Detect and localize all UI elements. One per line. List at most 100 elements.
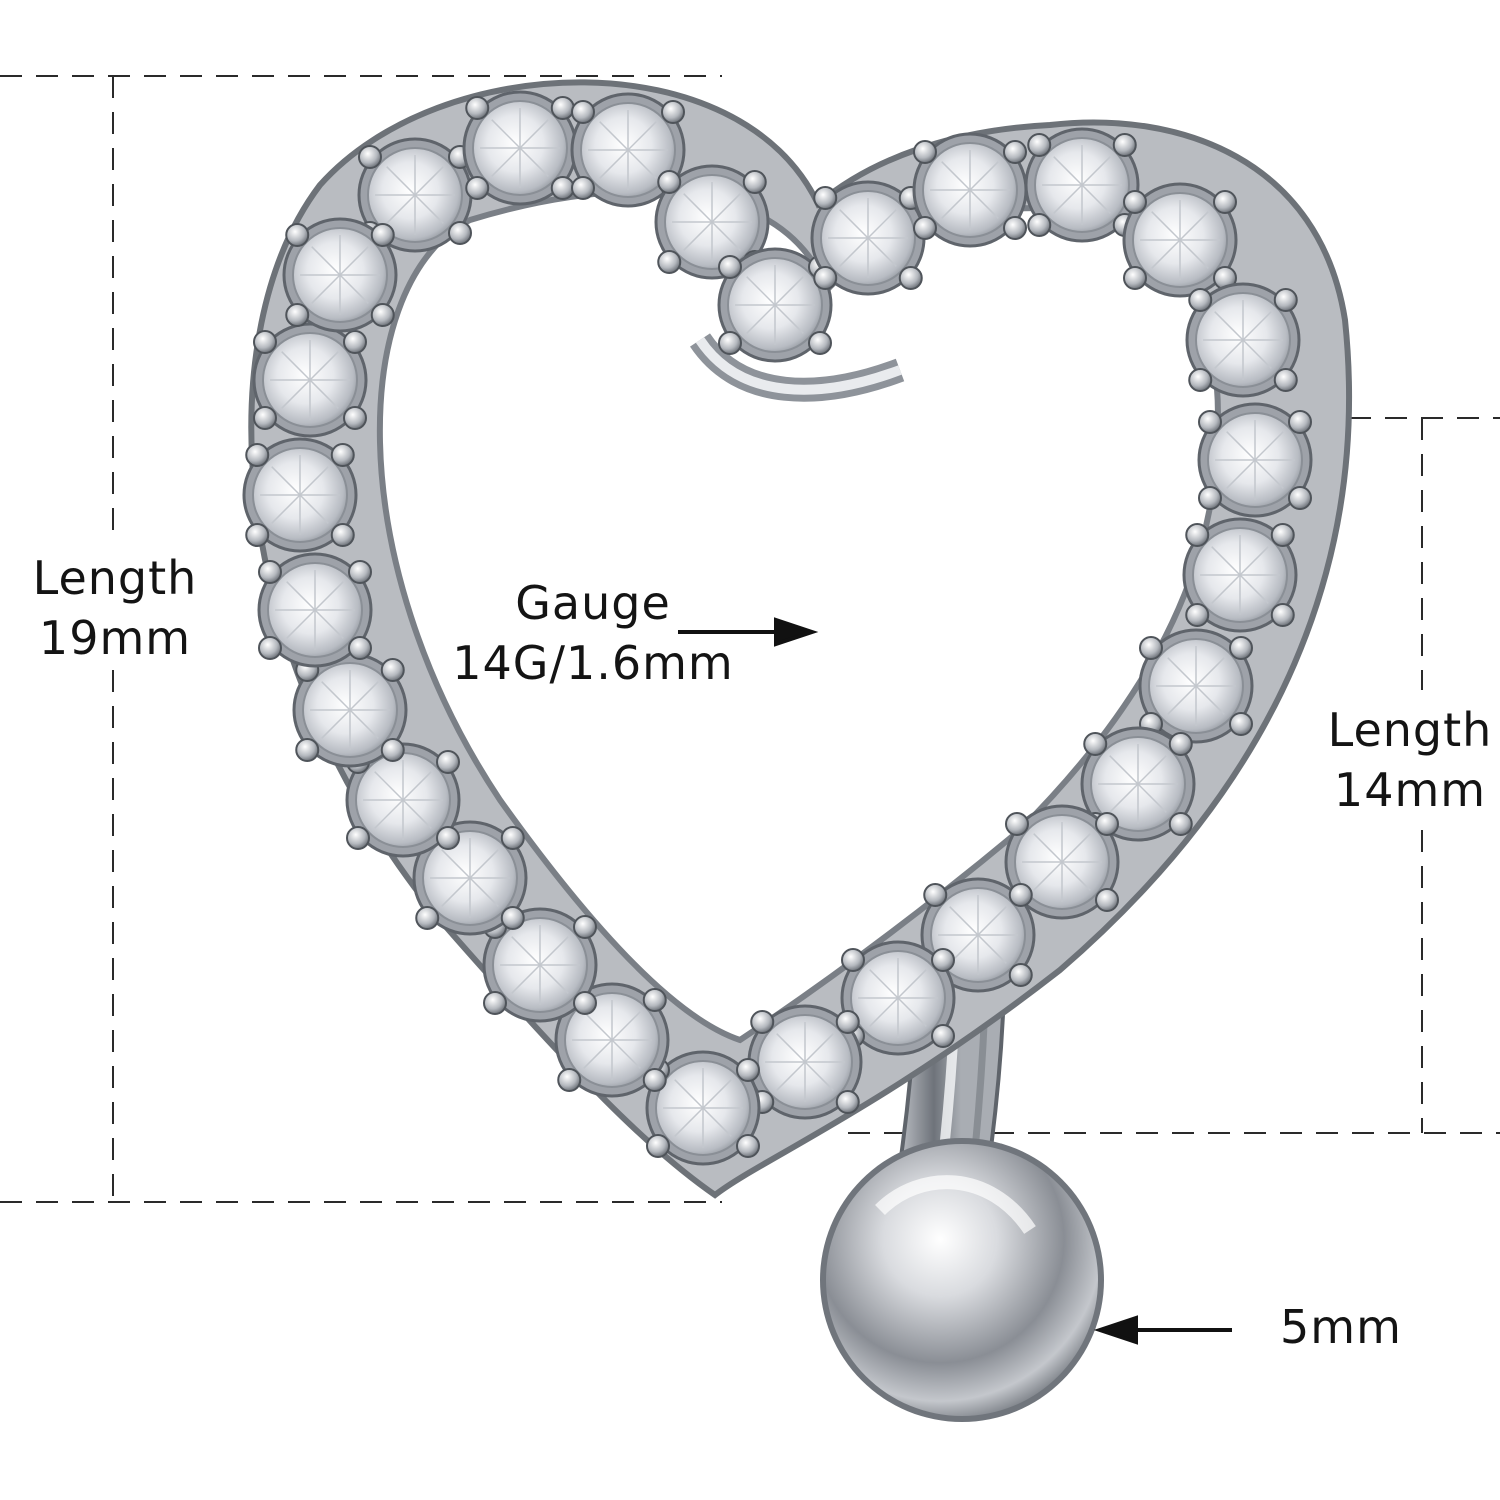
prong [835, 1090, 860, 1114]
prong [465, 96, 490, 120]
prong [1185, 523, 1210, 547]
prong [718, 255, 742, 279]
prong [348, 636, 372, 660]
overall-length-title: Length [32, 551, 198, 605]
prong [1027, 133, 1052, 157]
gauge-title: Gauge [515, 576, 671, 630]
prong [550, 96, 575, 120]
prong [343, 330, 367, 354]
prong [841, 948, 865, 972]
prong [813, 266, 838, 290]
prong [343, 406, 367, 430]
prong [898, 266, 923, 290]
crystal-gem [1185, 282, 1301, 398]
prong [1083, 732, 1108, 756]
prong [657, 170, 682, 194]
prong [415, 906, 440, 930]
prong [813, 186, 838, 210]
ball-size-label: 5mm [1280, 1297, 1440, 1357]
crystal-gem [292, 652, 408, 768]
prong [285, 223, 310, 247]
prong [642, 988, 667, 1012]
prong [1273, 288, 1298, 312]
prong [923, 883, 948, 907]
crystal-gem [840, 940, 956, 1056]
crystal-gem [747, 1004, 863, 1120]
prong [571, 176, 595, 200]
prong [1213, 190, 1237, 214]
prong [1270, 523, 1295, 547]
prong [436, 826, 460, 850]
prong [330, 523, 355, 547]
prong [661, 100, 685, 124]
overall-length-label: Length 19mm [15, 548, 215, 668]
prong [348, 560, 372, 584]
overall-length-value: 19mm [38, 611, 192, 665]
crystal-gem [717, 247, 833, 363]
prong [573, 991, 597, 1015]
prong [258, 636, 282, 660]
prong [253, 330, 277, 354]
prong [808, 331, 832, 355]
prong [370, 223, 395, 247]
prong [1273, 368, 1298, 392]
ball-arrow [1093, 1315, 1232, 1345]
prong [1008, 883, 1033, 907]
crystal-gem [654, 164, 770, 280]
prong [1003, 140, 1027, 164]
prong [1288, 486, 1312, 510]
prong [657, 250, 682, 274]
gauge-label: Gauge 14G/1.6mm [428, 573, 758, 693]
crystal-gem [482, 907, 598, 1023]
prong [1188, 368, 1213, 392]
prong [1198, 410, 1222, 434]
prong [285, 303, 310, 327]
prong [436, 750, 460, 774]
crystal-gem [462, 90, 578, 206]
crystal-gem [252, 322, 368, 438]
prong [736, 1134, 760, 1158]
prong [370, 303, 395, 327]
prong [718, 331, 742, 355]
prong [253, 406, 277, 430]
crystal-gem [357, 137, 473, 253]
prong [1229, 712, 1253, 736]
prong [931, 948, 955, 972]
prong [358, 145, 382, 169]
crystal-gem [1080, 726, 1196, 842]
prong [330, 443, 355, 467]
prong [1139, 636, 1163, 660]
prong [1027, 213, 1052, 237]
crystal-gem [1122, 182, 1238, 298]
prong [500, 906, 525, 930]
crystal-pave [242, 90, 1313, 1166]
prong [1198, 486, 1222, 510]
prong [1008, 963, 1033, 987]
prong [750, 1010, 775, 1034]
prong [483, 991, 507, 1015]
prong [1270, 603, 1295, 627]
prong [642, 1068, 667, 1092]
gauge-arrow [678, 617, 819, 647]
prong [1112, 133, 1137, 157]
prong [295, 738, 320, 762]
crystal-gem [242, 437, 358, 553]
prong [448, 221, 472, 245]
prong [380, 738, 405, 762]
prong [346, 826, 370, 850]
crystal-gem [1024, 127, 1140, 243]
prong [1123, 266, 1147, 290]
crystal-gem [810, 180, 926, 296]
prong [1168, 812, 1193, 836]
prong [550, 176, 575, 200]
prong [571, 100, 595, 124]
prong [736, 1058, 760, 1082]
prong [931, 1024, 955, 1048]
prong [646, 1134, 670, 1158]
prong [245, 523, 270, 547]
prong [1095, 812, 1119, 836]
bar-length-value: 14mm [1333, 763, 1487, 817]
bar-length-title: Length [1327, 703, 1493, 757]
gauge-value: 14G/1.6mm [452, 636, 734, 690]
prong [465, 176, 490, 200]
